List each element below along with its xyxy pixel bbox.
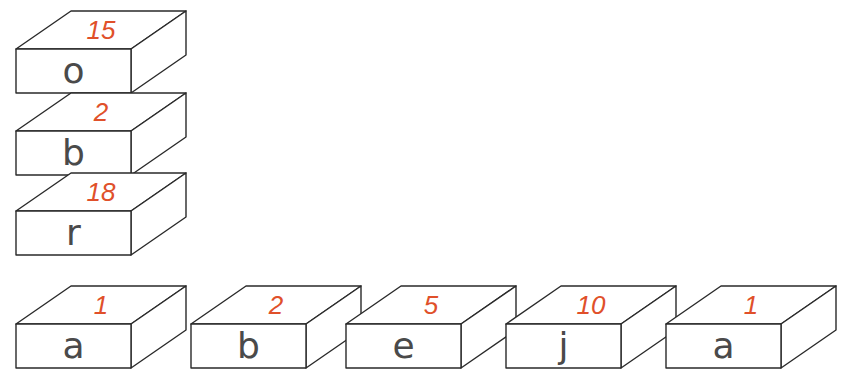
letter-block: 15o	[15, 10, 187, 94]
block-letter: a	[712, 328, 734, 364]
letter-block: 10 j	[505, 285, 677, 369]
block-letter: a	[62, 328, 84, 364]
letter-block: 5e	[345, 285, 517, 369]
letter-block: 2b	[15, 92, 187, 176]
block-letter: b	[62, 135, 85, 171]
block-number: 5	[424, 292, 438, 318]
block-letter: o	[62, 53, 84, 89]
block-number: 2	[269, 292, 283, 318]
block-letter: e	[392, 328, 414, 364]
block-number: 18	[87, 179, 116, 205]
block-letter: b	[237, 328, 260, 364]
block-number: 1	[94, 292, 108, 318]
block-number: 2	[94, 99, 108, 125]
block-letter: r	[66, 215, 81, 251]
block-number: 10	[577, 292, 606, 318]
letter-block: 18r	[15, 172, 187, 256]
block-number: 15	[87, 17, 116, 43]
letter-block: 1a	[665, 285, 837, 369]
block-letter: j	[558, 328, 568, 364]
block-number: 1	[744, 292, 758, 318]
letter-block: 1a	[15, 285, 187, 369]
letter-block: 2b	[190, 285, 362, 369]
